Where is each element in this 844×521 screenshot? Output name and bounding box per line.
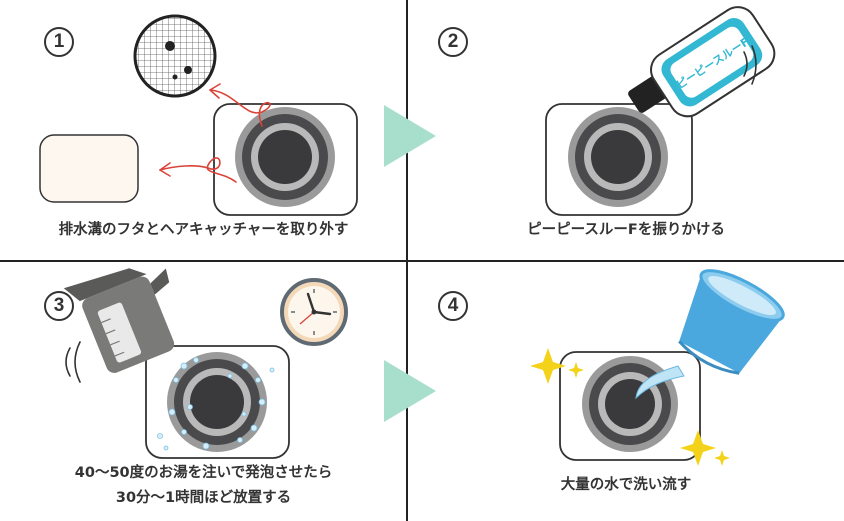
step-4-caption: 大量の水で洗い流す bbox=[560, 477, 692, 493]
bottle-icon: ピーピースルーF bbox=[628, 6, 776, 118]
sparkle-icon bbox=[530, 348, 730, 466]
step-2-caption: ピーピースルーFを振りかける bbox=[527, 222, 725, 238]
step-4-panel: 4 大量の水で洗い流す bbox=[408, 262, 844, 521]
clock-icon bbox=[280, 278, 348, 346]
step-2-panel: 2 ピーピースルーF ピーピースルーFを振りかける bbox=[408, 0, 844, 261]
drain-icon bbox=[213, 103, 358, 216]
step-3-caption-line2: 30分〜1時間ほど放置する bbox=[115, 490, 292, 506]
drain-icon bbox=[145, 345, 290, 459]
next-arrow-icon bbox=[384, 105, 436, 167]
kettle-icon bbox=[63, 268, 175, 373]
drain-icon bbox=[545, 103, 693, 216]
step-3-illustration bbox=[63, 268, 348, 459]
step-1-caption: 排水溝のフタとヘアキャッチャーを取り外す bbox=[58, 222, 349, 238]
hair-catcher-icon bbox=[133, 14, 217, 98]
step-number-4: 4 bbox=[438, 291, 468, 321]
bucket-icon bbox=[678, 269, 785, 375]
bubbles-icon bbox=[157, 357, 275, 451]
step-1-panel: 1 bbox=[0, 0, 407, 261]
next-arrow-icon bbox=[384, 360, 436, 422]
step-3-caption-line1: 40〜50度のお湯を注いで発泡させたら bbox=[74, 465, 333, 481]
horizontal-divider bbox=[0, 260, 844, 262]
step-number-1: 1 bbox=[44, 27, 74, 57]
step-1-illustration bbox=[39, 14, 358, 216]
step-number-3: 3 bbox=[44, 291, 74, 321]
step-4-illustration bbox=[530, 269, 785, 466]
step-3-panel: 3 bbox=[0, 262, 407, 521]
step-2-illustration: ピーピースルーF bbox=[545, 6, 776, 216]
step-number-2: 2 bbox=[438, 27, 468, 57]
drain-cover-icon bbox=[39, 134, 139, 203]
